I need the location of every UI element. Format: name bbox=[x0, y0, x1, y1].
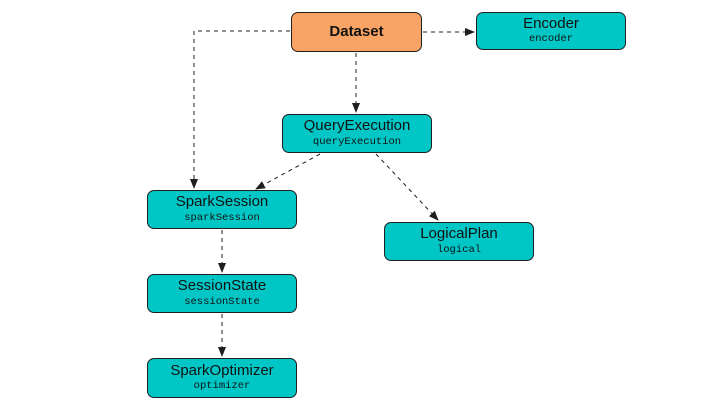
node-sessionstate: SessionState sessionState bbox=[147, 274, 297, 313]
node-sparksession: SparkSession sparkSession bbox=[147, 190, 297, 229]
node-dataset: Dataset bbox=[291, 12, 422, 52]
node-queryexecution: QueryExecution queryExecution bbox=[282, 114, 432, 153]
node-queryexecution-title: QueryExecution bbox=[303, 117, 411, 135]
node-encoder-field: encoder bbox=[528, 33, 574, 46]
node-logicalplan-field: logical bbox=[436, 243, 482, 256]
node-logicalplan-title: LogicalPlan bbox=[420, 225, 498, 243]
node-sessionstate-field: sessionState bbox=[184, 295, 260, 308]
node-encoder-title: Encoder bbox=[523, 14, 579, 32]
node-sparkoptimizer-field: optimizer bbox=[193, 380, 251, 393]
node-sparkoptimizer-title: SparkOptimizer bbox=[170, 361, 274, 379]
node-sessionstate-title: SessionState bbox=[177, 277, 267, 295]
node-dataset-title: Dataset bbox=[329, 22, 384, 40]
edge-queryexecution-sparksession bbox=[255, 153, 321, 190]
edge-queryexecution-logicalplan bbox=[375, 153, 439, 221]
node-sparksession-title: SparkSession bbox=[175, 193, 269, 211]
node-sparksession-field: sparkSession bbox=[184, 211, 260, 224]
node-sparkoptimizer: SparkOptimizer optimizer bbox=[147, 358, 297, 398]
node-encoder: Encoder encoder bbox=[476, 12, 626, 50]
node-queryexecution-field: queryExecution bbox=[312, 135, 402, 148]
node-logicalplan: LogicalPlan logical bbox=[384, 222, 534, 261]
edge-dataset-sparksession bbox=[190, 30, 290, 189]
